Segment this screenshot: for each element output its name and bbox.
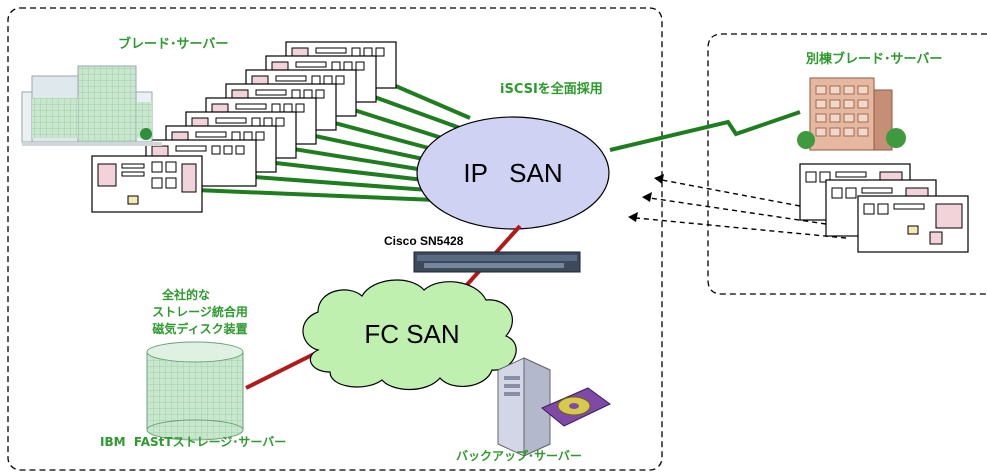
remote-site-boundary <box>707 33 987 295</box>
remote-wan-link <box>609 110 801 152</box>
backup-server-icon <box>497 357 611 457</box>
ip-san-label: IP SAN <box>463 158 562 188</box>
brick-building-icon <box>797 77 906 151</box>
fc-san-cloud <box>302 279 517 390</box>
switch-icon <box>413 251 581 273</box>
blade-server-icon <box>91 155 203 213</box>
blade-server-icon <box>857 195 969 253</box>
ip-san-cloud <box>416 116 610 230</box>
blade-server-stack <box>91 41 397 213</box>
disk-array-icon <box>146 341 244 441</box>
storage-desc-line2: ストレージ統合用 <box>152 304 248 319</box>
main-site-boundary <box>7 7 663 471</box>
office-building-icon <box>21 65 162 146</box>
fc-san-label: FC SAN <box>364 319 459 349</box>
iscsi-note: iSCSIを全面採用 <box>500 81 603 97</box>
remote-blade-stack <box>799 163 969 253</box>
remote-arrowheads <box>628 174 664 222</box>
storage-desc-line3: 磁気ディスク装置 <box>151 321 247 336</box>
remote-dashed-links <box>635 179 847 239</box>
storage-desc-line1: 全社的な <box>161 287 210 302</box>
blade-server-label: ブレード･サーバー <box>118 36 228 52</box>
storage-name-label: IBM FAStTストレージ･サーバー <box>100 435 286 449</box>
remote-blade-server-label: 別棟ブレード･サーバー <box>805 51 942 67</box>
switch-name-label: Cisco SN5428 <box>384 234 464 248</box>
backup-server-label: バックアップ･サーバー <box>456 448 582 463</box>
